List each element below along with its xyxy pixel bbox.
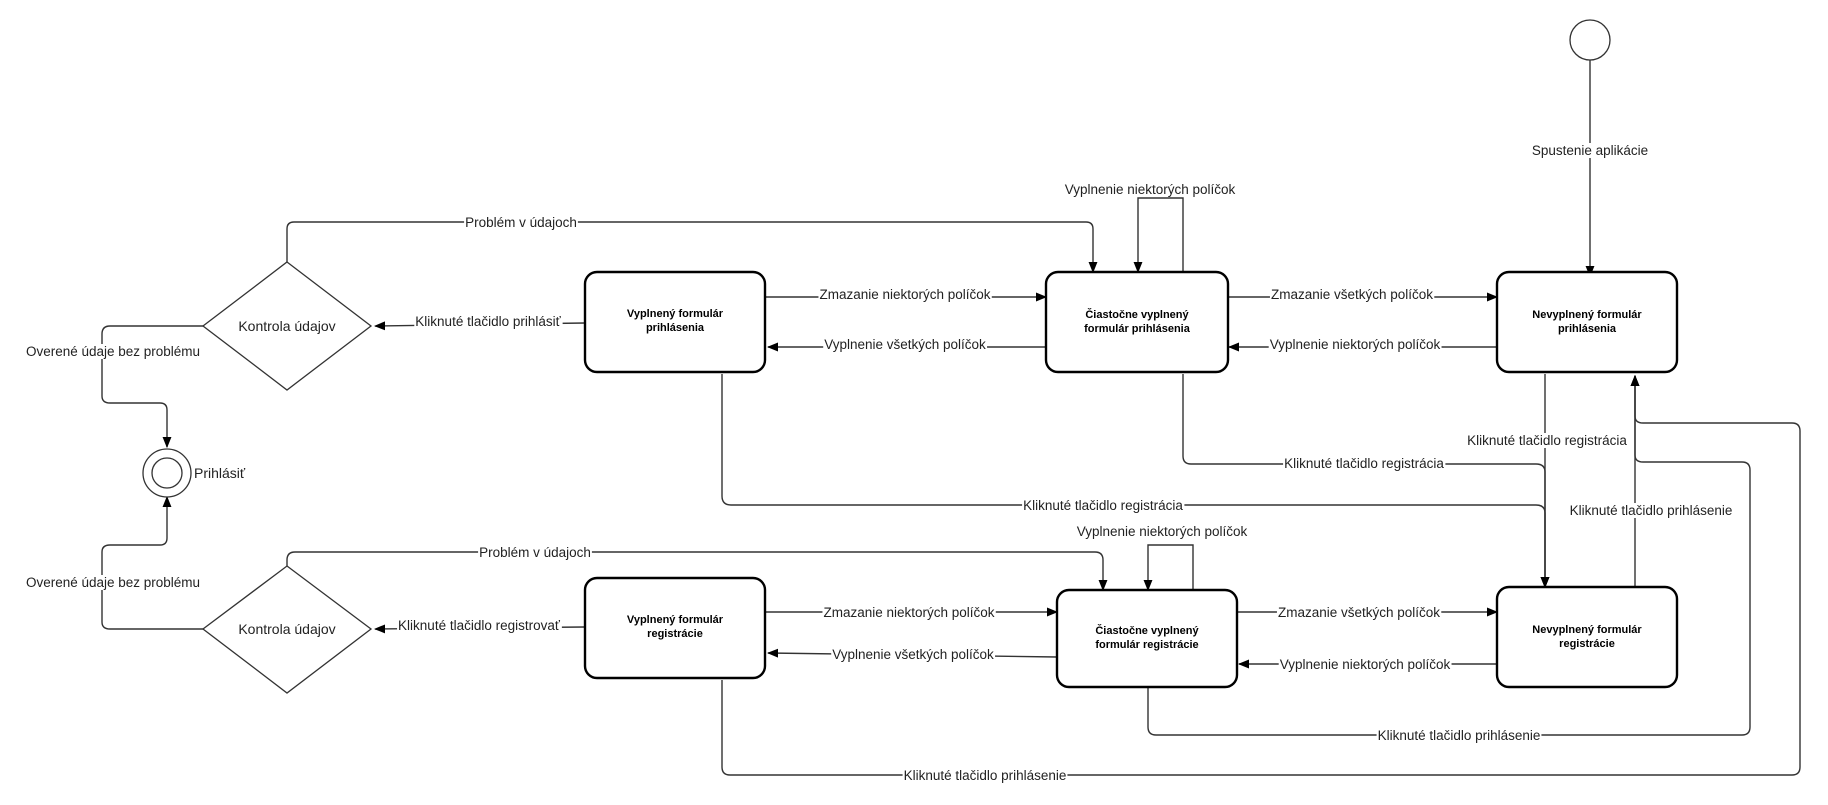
label-click-register: Kliknuté tlačidlo registrovať bbox=[398, 618, 561, 633]
edge-label-background bbox=[902, 768, 1068, 783]
label-reg-fill-all: Vyplnenie všetkých políčok bbox=[832, 647, 994, 662]
reg-partial-line2: formulár registrácie bbox=[1095, 639, 1198, 651]
label-start-app: Spustenie aplikácie bbox=[1532, 143, 1648, 158]
reg-empty-box bbox=[1495, 585, 1679, 689]
edge-label-background bbox=[414, 314, 563, 329]
reg-partial-state: Čiastočne vyplnený formulár registrácie bbox=[1055, 588, 1239, 689]
edge-label-background bbox=[397, 618, 562, 633]
edge-label-background bbox=[478, 545, 592, 560]
login-filled-box bbox=[583, 270, 767, 374]
edge-reg-filled-to-login bbox=[721, 374, 1801, 776]
reg-empty-line1: Nevyplnený formulár bbox=[1532, 624, 1642, 636]
label-reg-problem: Problém v údajoch bbox=[479, 545, 591, 560]
login-filled-state: Vyplnený formulár prihlásenia bbox=[583, 270, 767, 374]
reg-check-node: Kontrola údajov bbox=[201, 565, 373, 694]
label-login-delete-all: Zmazanie všetkých políčok bbox=[1271, 287, 1433, 302]
edge-label-background bbox=[1276, 605, 1442, 620]
reg-check-diamond bbox=[201, 565, 373, 694]
edge-label-background bbox=[1075, 524, 1249, 539]
reg-check-label: Kontrola údajov bbox=[238, 621, 335, 637]
edge-label-background bbox=[1376, 728, 1542, 743]
end-node: Prihlásiť bbox=[142, 448, 246, 498]
login-check-label: Kontrola údajov bbox=[238, 318, 335, 334]
label-reg-delete-some: Zmazanie niektorých políčok bbox=[823, 605, 994, 620]
login-filled-line2: prihlásenia bbox=[646, 322, 705, 334]
edge-label-background bbox=[1278, 657, 1452, 672]
edge-label-background bbox=[24, 575, 202, 590]
label-login-fill-all: Vyplnenie všetkých políčok bbox=[824, 337, 986, 352]
label-login-problem: Problém v údajoch bbox=[465, 215, 577, 230]
login-check-node: Kontrola údajov bbox=[201, 261, 373, 391]
login-partial-line1: Čiastočne vyplnený bbox=[1085, 308, 1189, 321]
label-login-delete-some: Zmazanie niektorých políčok bbox=[819, 287, 990, 302]
edge-login-problem bbox=[286, 221, 1098, 274]
edge-reg-problem bbox=[286, 551, 1108, 592]
reg-filled-line1: Vyplnený formulár bbox=[627, 614, 724, 626]
start-node bbox=[1569, 19, 1611, 61]
edge-label-background bbox=[1530, 143, 1650, 158]
edge-reg-self-fill bbox=[1143, 544, 1194, 592]
edge-label-background bbox=[823, 337, 988, 352]
label-reg-partial-to-login: Kliknuté tlačidlo prihlásenie bbox=[1378, 728, 1541, 743]
reg-partial-line1: Čiastočne vyplnený bbox=[1095, 624, 1199, 637]
label-reg-fill-some: Vyplnenie niektorých políčok bbox=[1280, 657, 1451, 672]
label-login-verified: Overené údaje bez problému bbox=[26, 344, 200, 359]
login-empty-line2: prihlásenia bbox=[1558, 323, 1617, 335]
edge-labels: Spustenie aplikácie Problém v údajoch Ov… bbox=[24, 143, 1734, 783]
login-empty-state: Nevyplnený formulár prihlásenia bbox=[1495, 270, 1679, 374]
edge-label-background bbox=[831, 647, 996, 662]
label-partial-to-reg: Kliknuté tlačidlo registrácia bbox=[1284, 456, 1444, 471]
edge-login-self-fill bbox=[1133, 197, 1184, 274]
login-empty-line1: Nevyplnený formulár bbox=[1532, 309, 1642, 321]
edge-label-background bbox=[1466, 433, 1629, 448]
login-partial-line2: formulár prihlásenia bbox=[1084, 323, 1191, 335]
login-partial-state: Čiastočne vyplnený formulár prihlásenia bbox=[1044, 270, 1230, 374]
reg-filled-box bbox=[583, 576, 767, 680]
label-reg-filled-to-login: Kliknuté tlačidlo prihlásenie bbox=[904, 768, 1067, 783]
edge-label-background bbox=[1063, 182, 1237, 197]
label-reg-verified: Overené údaje bez problému bbox=[26, 575, 200, 590]
edge-reg-partial-to-login bbox=[1147, 374, 1751, 736]
label-reg-empty-to-login: Kliknuté tlačidlo prihlásenie bbox=[1570, 503, 1733, 518]
login-partial-box bbox=[1044, 270, 1230, 374]
edge-label-background bbox=[1268, 337, 1442, 352]
login-filled-line1: Vyplnený formulár bbox=[627, 308, 724, 320]
login-check-diamond bbox=[201, 261, 373, 391]
label-empty-to-reg: Kliknuté tlačidlo registrácia bbox=[1467, 433, 1627, 448]
login-empty-box bbox=[1495, 270, 1679, 374]
reg-partial-box bbox=[1055, 588, 1239, 689]
reg-empty-state: Nevyplnený formulár registrácie bbox=[1495, 585, 1679, 689]
nodes: Prihlásiť Kontrola údajov Kontrola údajo… bbox=[142, 19, 1679, 694]
edge-login-verified bbox=[101, 325, 204, 449]
edge-label-background bbox=[1283, 456, 1446, 471]
edge-label-background bbox=[1568, 503, 1734, 518]
reg-filled-state: Vyplnený formulár registrácie bbox=[583, 576, 767, 680]
edge-label-background bbox=[818, 287, 992, 302]
reg-empty-line2: registrácie bbox=[1559, 638, 1615, 650]
edge-label-background bbox=[1022, 498, 1185, 513]
end-node-inner bbox=[151, 457, 183, 489]
edge-partial-to-reg bbox=[1182, 374, 1550, 589]
end-node-label: Prihlásiť bbox=[194, 465, 246, 481]
edge-label-background bbox=[822, 605, 996, 620]
label-login-self-fill: Vyplnenie niektorých políčok bbox=[1065, 182, 1236, 197]
label-click-login: Kliknuté tlačidlo prihlásiť bbox=[415, 314, 561, 329]
edge-filled-to-reg bbox=[721, 374, 1550, 589]
label-reg-self-fill: Vyplnenie niektorých políčok bbox=[1077, 524, 1248, 539]
label-filled-to-reg: Kliknuté tlačidlo registrácia bbox=[1023, 498, 1183, 513]
label-reg-delete-all: Zmazanie všetkých políčok bbox=[1278, 605, 1440, 620]
edge-reg-verified bbox=[101, 495, 204, 630]
reg-filled-line2: registrácie bbox=[647, 628, 703, 640]
edge-label-background bbox=[1269, 287, 1435, 302]
edge-label-background bbox=[24, 344, 202, 359]
edge-label-background bbox=[464, 215, 578, 230]
label-login-fill-some: Vyplnenie niektorých políčok bbox=[1270, 337, 1441, 352]
